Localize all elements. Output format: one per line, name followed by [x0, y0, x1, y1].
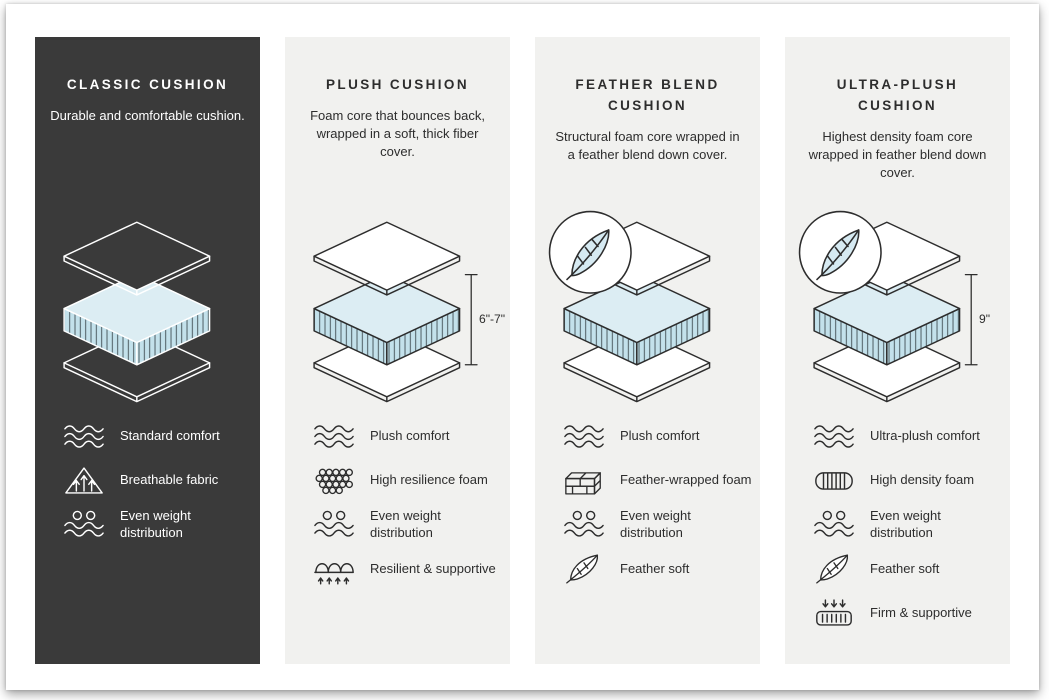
feature-feather-wrapped-foam: Feather-wrapped foam — [563, 464, 752, 497]
feature-feather-soft: Feather soft — [813, 553, 1002, 586]
feature-label: Breathable fabric — [120, 472, 219, 488]
weight-distribution-icon — [813, 509, 855, 540]
feature-label: Feather soft — [870, 560, 940, 576]
height-measurement: 9" — [964, 273, 990, 365]
panel-description: Structural foam core wrapped in a feathe… — [555, 128, 740, 163]
height-label: 9" — [979, 312, 990, 326]
feature-ultra-plush-comfort: Ultra-plush comfort — [813, 420, 1002, 453]
feature-list: Plush comfort Feather-wrapped foam Even … — [535, 418, 760, 597]
cushion-illustration: 6"-7" — [285, 201, 510, 418]
panel-feather-blend-cushion: FEATHER BLEND CUSHION Structural foam co… — [535, 37, 760, 664]
feature-label: Resilient & supportive — [370, 560, 496, 576]
weight-distribution-icon — [563, 509, 605, 540]
spring-support-icon — [314, 562, 354, 585]
feature-label: Feather-wrapped foam — [620, 472, 752, 488]
feature-breathable-fabric: Breathable fabric — [63, 464, 252, 497]
feature-resilient-supportive: Resilient & supportive — [313, 553, 502, 586]
weight-distribution-icon — [313, 509, 355, 540]
infographic-sheet: CLASSIC CUSHION Durable and comfortable … — [6, 4, 1039, 690]
panel-ultra-plush-cushion: ULTRA-PLUSH CUSHION Highest density foam… — [785, 37, 1010, 664]
feather-icon — [566, 554, 599, 584]
wave-comfort-icon — [563, 421, 605, 452]
cushion-illustration — [535, 201, 760, 418]
feature-weight-distribution: Even weight distribution — [313, 508, 502, 542]
feature-label: Standard comfort — [120, 428, 220, 444]
feature-label: Plush comfort — [370, 428, 450, 444]
feature-weight-distribution: Even weight distribution — [63, 508, 252, 542]
panel-description: Foam core that bounces back, wrapped in … — [310, 107, 485, 160]
feature-label: Plush comfort — [620, 428, 700, 444]
weight-distribution-icon — [63, 509, 105, 540]
cushion-diagram — [63, 221, 211, 402]
feature-label: Even weight distribution — [370, 508, 441, 540]
feature-list: Plush comfort High resilience foam Even … — [285, 418, 510, 597]
feather-badge-icon — [548, 210, 632, 294]
panel-title: ULTRA-PLUSH CUSHION — [836, 77, 959, 113]
feature-weight-distribution: Even weight distribution — [813, 508, 1002, 542]
feature-label: High resilience foam — [370, 472, 488, 488]
feature-label: Feather soft — [620, 560, 690, 576]
panel-title: FEATHER BLEND CUSHION — [575, 77, 720, 113]
feature-list: Ultra-plush comfort High density foam Ev… — [785, 418, 1010, 641]
wave-comfort-icon — [813, 421, 855, 452]
feature-label: Even weight distribution — [620, 508, 691, 540]
panel-head: ULTRA-PLUSH CUSHION Highest density foam… — [785, 75, 1010, 201]
feature-label: High density foam — [870, 472, 975, 488]
cushion-diagram — [548, 210, 711, 402]
wave-comfort-icon — [313, 421, 355, 452]
feather-badge-icon — [798, 210, 882, 294]
firm-supportive-icon — [816, 599, 852, 626]
feature-weight-distribution: Even weight distribution — [563, 508, 752, 542]
panel-title: CLASSIC CUSHION — [66, 77, 229, 92]
cushion-illustration: 9" — [785, 201, 1010, 418]
feature-list: Standard comfort Breathable fabric Even … — [35, 418, 260, 553]
foam-cells-icon — [315, 468, 353, 495]
foam-bricks-icon — [565, 472, 601, 495]
panel-head: FEATHER BLEND CUSHION Structural foam co… — [535, 75, 760, 201]
feature-label: Even weight distribution — [120, 508, 191, 540]
cushion-diagram: 9" — [798, 210, 990, 402]
panel-head: CLASSIC CUSHION Durable and comfortable … — [35, 75, 260, 201]
feature-standard-comfort: Standard comfort — [63, 420, 252, 453]
feature-high-resilience-foam: High resilience foam — [313, 464, 502, 497]
cushion-illustration — [35, 201, 260, 418]
feature-feather-soft: Feather soft — [563, 553, 752, 586]
feature-plush-comfort: Plush comfort — [563, 420, 752, 453]
panel-classic-cushion: CLASSIC CUSHION Durable and comfortable … — [35, 37, 260, 664]
panel-plush-cushion: PLUSH CUSHION Foam core that bounces bac… — [285, 37, 510, 664]
breathable-fabric-icon — [65, 467, 103, 494]
cushion-diagram: 6"-7" — [313, 221, 505, 402]
panel-title: PLUSH CUSHION — [326, 77, 469, 92]
feature-plush-comfort: Plush comfort — [313, 420, 502, 453]
feature-high-density-foam: High density foam — [813, 464, 1002, 497]
feature-firm-supportive: Firm & supportive — [813, 597, 1002, 630]
feature-label: Ultra-plush comfort — [870, 428, 980, 444]
panel-description: Durable and comfortable cushion. — [50, 107, 245, 123]
feature-label: Firm & supportive — [870, 604, 972, 620]
feature-label: Even weight distribution — [870, 508, 941, 540]
density-foam-icon — [815, 472, 853, 490]
height-measurement: 6"-7" — [464, 273, 505, 365]
wave-comfort-icon — [63, 421, 105, 452]
panel-description: Highest density foam core wrapped in fea… — [808, 128, 987, 181]
panel-head: PLUSH CUSHION Foam core that bounces bac… — [285, 75, 510, 201]
height-label: 6"-7" — [479, 312, 505, 326]
feather-icon — [816, 554, 849, 584]
